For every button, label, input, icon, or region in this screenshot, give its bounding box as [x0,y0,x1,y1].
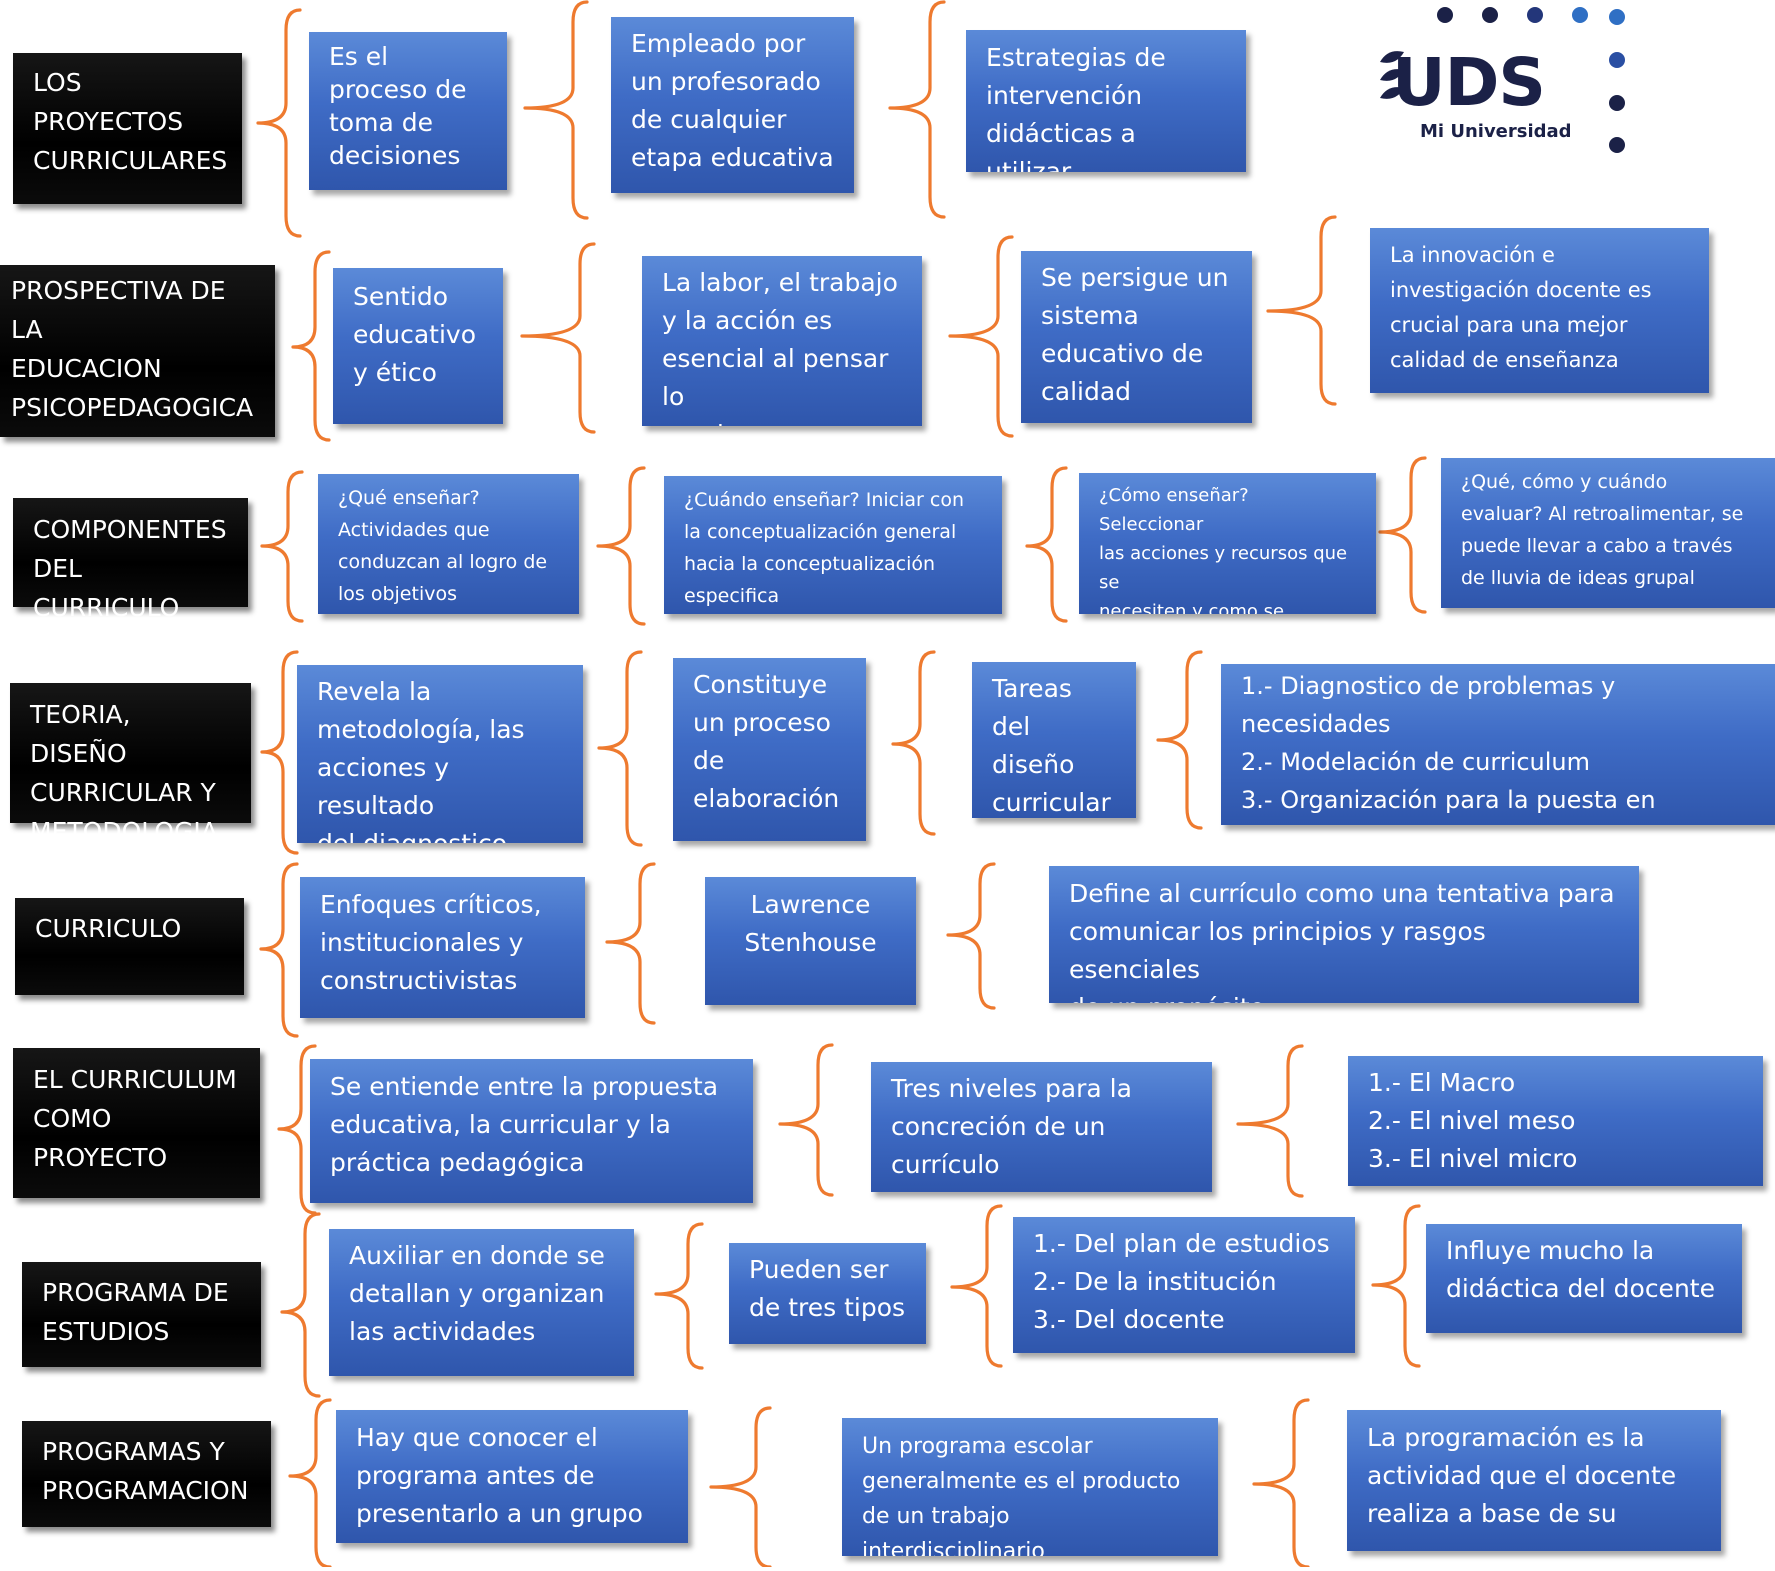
note-constituye-proceso: Constituye un proceso de elaboración [673,658,866,841]
note-programa-escolar: Un programa escolar generalmente es el p… [842,1418,1218,1556]
brace-25 [1371,1204,1421,1368]
note-influye-didactica: Influye mucho la didáctica del docente [1426,1224,1742,1333]
note-define-curriculo: Define al currículo como una tentativa p… [1049,866,1639,1003]
note-sentido-educativo: Sentido educativo y ético [333,268,503,424]
topic-proyectos-curriculares: LOS PROYECTOS CURRICULARES [13,53,242,204]
note-que-ensenar: ¿Qué enseñar? Actividades que conduzcan … [318,474,579,614]
brace-7 [1266,215,1337,406]
logo-leaf-mark [1380,51,1404,99]
brace-4 [291,250,331,442]
note-sistema-educativo-calidad: Se persigue un sistema educativo de cali… [1021,251,1252,423]
note-tres-niveles: Tres niveles para la concreción de un cu… [871,1062,1212,1192]
brace-22 [280,1212,321,1398]
note-niveles-lista: 1.- El Macro 2.- El nivel meso 3.- El ni… [1348,1056,1763,1186]
note-conocer-programa: Hay que conocer el programa antes de pre… [336,1410,688,1543]
logo-wordmark: UDS [1392,44,1546,121]
note-como-ensenar: ¿Cómo enseñar? Seleccionar las acciones … [1079,473,1376,614]
brace-3 [888,0,946,219]
brace-17 [605,862,656,1025]
uds-logo [1380,7,1625,153]
brace-16 [259,862,299,1038]
brace-28 [1252,1398,1310,1569]
note-programacion-actividad: La programación es la actividad que el d… [1347,1410,1721,1551]
note-tareas-diseno-curricular: Tareas del diseño curricular [972,662,1136,818]
brace-27 [709,1406,772,1569]
brace-5 [520,242,596,434]
topic-programas-programacion: PROGRAMAS Y PROGRAMACION [22,1421,271,1527]
note-estrategias-intervencion: Estrategias de intervención didácticas a… [966,30,1246,172]
note-innovacion-investigacion: La innovación e investigación docente es… [1370,228,1709,393]
brace-11 [1378,456,1427,614]
topic-curriculum-como-proyecto: EL CURRICULUM COMO PROYECTO [13,1048,260,1198]
note-cuando-ensenar: ¿Cuándo enseñar? Iniciar con la conceptu… [664,476,1002,614]
brace-26 [288,1398,332,1569]
logo-tagline: Mi Universidad [1420,121,1572,142]
brace-2 [523,0,589,220]
note-revela-metodologia: Revela la metodología, las acciones y re… [297,665,583,843]
note-empleado-por-profesorado: Empleado por un profesorado de cualquier… [611,17,854,193]
topic-prospectiva-educacion: PROSPECTIVA DE LA EDUCACION PSICOPEDAGOG… [0,265,275,437]
note-lawrence-stenhouse: Lawrence Stenhouse [705,877,916,1005]
note-labor-trabajo-accion: La labor, el trabajo y la acción es esen… [642,256,922,426]
brace-24 [950,1204,1003,1368]
note-auxiliar-actividades: Auxiliar en donde se detallan y organiza… [329,1229,634,1376]
brace-20 [778,1043,834,1197]
topic-teoria-diseno-curricular: TEORIA, DISEÑO CURRICULAR Y METODOLOGIA [10,683,251,846]
note-enfoques: Enfoques críticos, institucionales y con… [300,877,585,1018]
brace-18 [946,862,996,1010]
brace-13 [597,650,643,847]
brace-19 [277,1044,317,1215]
brace-12 [260,650,299,855]
topic-programa-estudios: PROGRAMA DE ESTUDIOS [22,1262,261,1367]
note-tres-tipos: Pueden ser de tres tipos [729,1243,926,1344]
note-propuesta-educativa: Se entiende entre la propuesta educativa… [310,1059,753,1203]
brace-14 [891,650,936,836]
note-toma-de-decisiones: Es el proceso de toma de decisiones [309,32,507,190]
brace-6 [948,235,1014,438]
note-tipos-lista: 1.- Del plan de estudios 2.- De la insti… [1013,1217,1355,1353]
brace-1 [256,8,302,238]
brace-10 [1025,466,1068,623]
note-que-como-cuando-evaluar: ¿Qué, cómo y cuándo evaluar? Al retroali… [1441,458,1775,608]
brace-21 [1236,1044,1304,1198]
brace-8 [260,470,304,623]
logo-dots [1437,7,1625,153]
brace-23 [654,1222,704,1370]
brace-15 [1156,650,1203,830]
topic-curriculo: CURRICULO [15,898,244,995]
topic-componentes-curriculo: COMPONENTES DEL CURRICULO [13,498,248,622]
note-lista-tareas: 1.- Diagnostico de problemas y necesidad… [1221,664,1775,825]
brace-9 [596,466,646,626]
